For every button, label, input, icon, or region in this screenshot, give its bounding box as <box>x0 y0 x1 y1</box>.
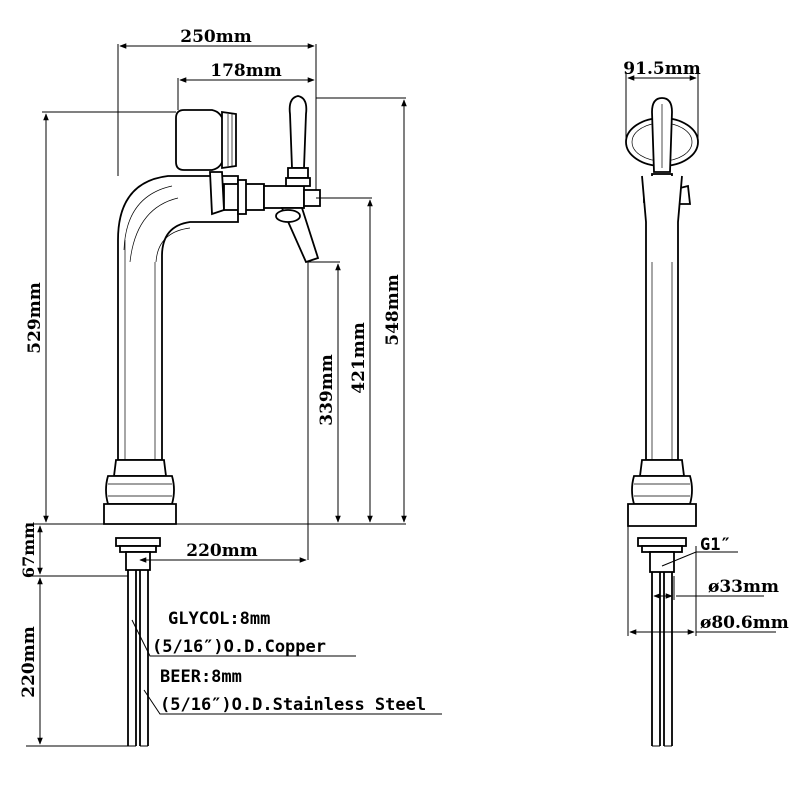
dim-front-width: 250mm <box>180 27 251 47</box>
note-beer-spec: (5/16″)O.D.Stainless Steel <box>160 695 426 715</box>
tower-body <box>103 175 239 525</box>
side-handle <box>625 97 699 173</box>
dim-base-height: 67mm <box>19 522 38 578</box>
dimension-lines <box>37 43 407 745</box>
dim-tap-height: 548mm <box>383 274 403 345</box>
note-glycol-spec: (5/16″)O.D.Copper <box>152 637 326 657</box>
side-column <box>627 175 697 527</box>
dim-side-width: 91.5mm <box>623 59 700 79</box>
front-view: 250mm 178mm 529mm 548mm 421mm 339mm 67mm… <box>19 27 442 747</box>
thread-size: G1″ <box>700 535 731 555</box>
extension-lines <box>26 44 406 747</box>
note-leaders <box>131 619 442 715</box>
dim-spout-bottom: 339mm <box>317 354 337 425</box>
dim-total-height: 529mm <box>25 282 45 353</box>
tubes <box>127 570 149 747</box>
note-beer: BEER:8mm <box>160 667 242 687</box>
tower-cap <box>175 109 237 171</box>
dim-flange-diameter: ø80.6mm <box>700 613 789 633</box>
dim-front-offset: 178mm <box>210 61 281 81</box>
side-dimension-lines <box>625 72 776 636</box>
side-tubes <box>651 572 673 747</box>
dim-shank-diameter: ø33mm <box>708 577 779 597</box>
side-view: 91.5mm G1″ ø33mm ø80.6mm <box>623 59 789 747</box>
dim-reach: 220mm <box>186 541 257 561</box>
dim-tube-length: 220mm <box>19 626 39 697</box>
side-flange <box>637 537 687 573</box>
dim-spout-height: 421mm <box>349 322 369 393</box>
beer-tap <box>209 95 321 264</box>
mounting-flange <box>115 537 161 571</box>
note-glycol: GLYCOL:8mm <box>168 609 270 629</box>
